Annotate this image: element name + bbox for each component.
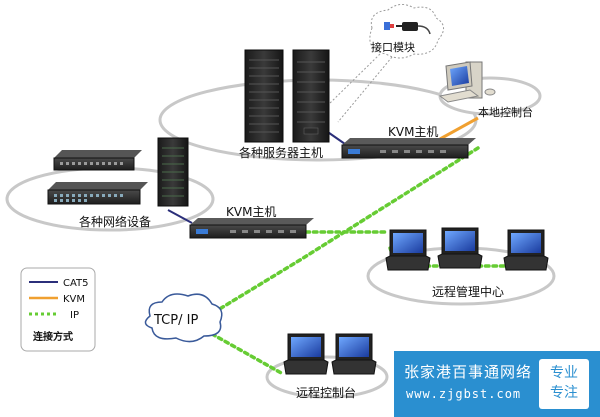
remote-console-label: 远程控制台 bbox=[296, 385, 356, 400]
network-rack bbox=[157, 137, 189, 207]
legend-box bbox=[20, 267, 96, 352]
network-switch-bottom bbox=[47, 182, 148, 205]
interface-module-cloud bbox=[369, 4, 444, 59]
watermark-company: 张家港百事通网络 bbox=[404, 363, 533, 381]
remote-console-laptop-2 bbox=[331, 333, 377, 375]
interface-module-icon bbox=[384, 22, 431, 35]
local-console-pc-icon bbox=[438, 61, 496, 103]
network-devices-label: 各种网络设备 bbox=[79, 214, 151, 229]
server-rack-left bbox=[244, 49, 284, 143]
tcpip-cloud bbox=[144, 293, 223, 343]
kvm-host-bottom-label: KVM主机 bbox=[226, 205, 276, 219]
remote-center-laptop-2 bbox=[437, 227, 483, 269]
kvm-host-top-icon bbox=[341, 138, 476, 159]
remote-console-laptop-1 bbox=[283, 333, 329, 375]
watermark-badge-line1: 专业 bbox=[550, 365, 578, 381]
kvm-link-local bbox=[439, 116, 479, 141]
tcpip-label: TCP/ IP bbox=[153, 313, 198, 328]
legend-label-cat5: CAT5 bbox=[63, 278, 89, 289]
watermark-badge-line2: 专注 bbox=[550, 385, 578, 401]
kvm-host-bottom-icon bbox=[189, 218, 314, 239]
remote-center-laptop-1 bbox=[385, 229, 431, 271]
legend-label-kvm: KVM bbox=[63, 294, 85, 305]
watermark: 张家港百事通网络 www.zjgbst.com 专业 专注 bbox=[394, 351, 600, 417]
legend-label-ip: IP bbox=[70, 310, 79, 321]
legend: CAT5 KVM IP 连接方式 bbox=[20, 267, 96, 352]
cat5-link-network bbox=[167, 209, 193, 224]
remote-center-laptop-3 bbox=[503, 229, 549, 271]
watermark-url: www.zjgbst.com bbox=[406, 387, 522, 401]
network-switch-top bbox=[53, 150, 142, 171]
local-console-label: 本地控制台 bbox=[478, 105, 533, 119]
ip-link-main-trunk bbox=[211, 146, 480, 315]
interface-module-group: 接口模块 bbox=[324, 4, 444, 123]
server-rack-right bbox=[292, 49, 330, 143]
watermark-badge: 专业 专注 bbox=[539, 359, 589, 409]
interface-module-callout-lines bbox=[324, 53, 393, 123]
kvm-host-top-label: KVM主机 bbox=[388, 125, 438, 139]
legend-title: 连接方式 bbox=[33, 330, 73, 343]
interface-module-label: 接口模块 bbox=[371, 41, 415, 54]
remote-center-label: 远程管理中心 bbox=[432, 284, 504, 299]
ip-link-to-remote-console bbox=[210, 332, 285, 376]
servers-label: 各种服务器主机 bbox=[239, 145, 323, 160]
